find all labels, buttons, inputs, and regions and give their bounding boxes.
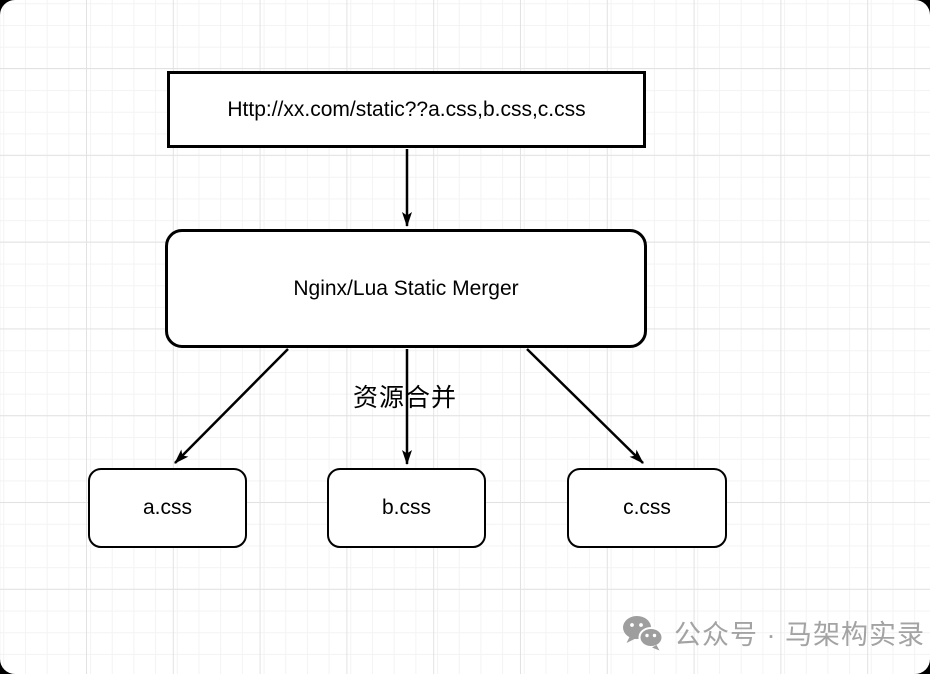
watermark-text: 公众号 · 马架构实录 (674, 620, 925, 650)
node-request-url: Http://xx.com/static??a.css,b.css,c.css (167, 71, 646, 148)
node-nginx-lua-merger-label: Nginx/Lua Static Merger (293, 276, 519, 300)
edge-label-resource-merge: 资源合并 (352, 384, 457, 412)
node-a-css: a.css (88, 468, 247, 548)
node-b-css-label: b.css (381, 496, 431, 519)
arrow-merger-to-acss (174, 348, 289, 464)
node-request-url-label: Http://xx.com/static??a.css,b.css,c.css (227, 97, 586, 121)
node-nginx-lua-merger: Nginx/Lua Static Merger (165, 229, 647, 348)
node-c-css-label: c.css (623, 496, 671, 519)
arrow-merger-to-ccss (526, 348, 644, 464)
wechat-icon (623, 615, 664, 650)
watermark: 公众号 · 马架构实录 (621, 613, 925, 652)
node-c-css: c.css (567, 468, 727, 548)
node-a-css-label: a.css (142, 496, 192, 519)
node-b-css: b.css (327, 468, 486, 548)
